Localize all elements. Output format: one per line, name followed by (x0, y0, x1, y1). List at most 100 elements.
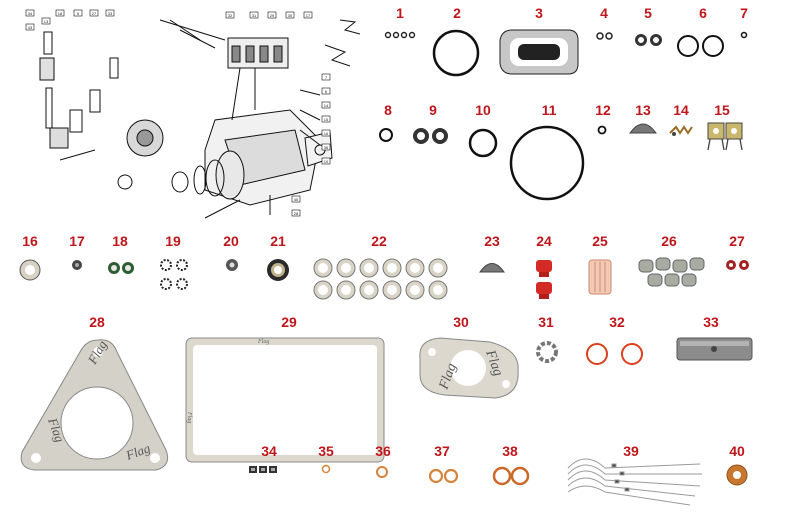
callout-box (41, 17, 51, 25)
part-1-small-o-ring-set (384, 31, 416, 39)
part-number-20: 20 (223, 233, 239, 249)
part-number-39: 39 (623, 443, 639, 459)
part-number-17: 17 (69, 233, 85, 249)
callout-label: 30 (288, 13, 293, 18)
part-22-washer-set (313, 258, 448, 300)
part-16-washer (19, 259, 41, 281)
part-6-o-ring-pair (677, 35, 724, 57)
washer-hole (410, 263, 420, 273)
part-15-bracket-clip-pair (707, 122, 743, 151)
part-number-36: 36 (375, 443, 391, 459)
part-36-copper-washer (376, 466, 388, 478)
part-number-4: 4 (600, 5, 608, 21)
washer-hole (341, 263, 351, 273)
part-5-seal-pair (635, 34, 662, 46)
part-number-38: 38 (502, 443, 518, 459)
washer-hole (433, 263, 443, 273)
part-31-retaining-ring (536, 341, 558, 363)
callout-box (291, 195, 301, 203)
part-number-6: 6 (699, 5, 707, 21)
callout-box (291, 209, 301, 217)
part-23-woodruff-key (479, 263, 505, 273)
part-20-bushing (226, 259, 238, 271)
callout-box (105, 9, 115, 17)
part-7-tiny-o-ring (740, 31, 748, 39)
part-number-23: 23 (484, 233, 500, 249)
callout-box (225, 11, 235, 19)
part-2-large-o-ring (432, 29, 480, 77)
callout-label: 40 (294, 197, 299, 202)
callout-label: 31 (252, 13, 257, 18)
callout-box (55, 9, 65, 17)
part-25-filter (588, 259, 612, 295)
part-38-copper-washer-pair (492, 466, 530, 486)
callout-label: 43 (28, 25, 33, 30)
part-number-11: 11 (542, 102, 557, 118)
part-number-12: 12 (595, 102, 611, 118)
callout-label: 13 (44, 19, 49, 24)
washer-hole (318, 285, 328, 295)
part-number-33: 33 (703, 314, 719, 330)
part-number-14: 14 (673, 102, 689, 118)
part-number-22: 22 (371, 233, 387, 249)
callout-label: 16 (324, 131, 329, 136)
exploded-view-diagram (39, 19, 361, 219)
callout-box (321, 157, 331, 165)
part-number-24: 24 (536, 233, 552, 249)
part-21-oil-seal (267, 259, 289, 281)
part-37-copper-washer-pair (428, 468, 459, 484)
part-18-green-seal-pair (108, 262, 134, 274)
part-number-28: 28 (89, 314, 105, 330)
part-number-5: 5 (644, 5, 652, 21)
callout-label: 6 (325, 89, 328, 94)
washer-hole (433, 285, 443, 295)
part-28-triangle-gasket: Flag Flag Flag (20, 337, 169, 471)
callout-box (267, 11, 277, 19)
part-number-35: 35 (318, 443, 334, 459)
part-number-3: 3 (535, 5, 543, 21)
part-4-small-o-ring-pair (596, 32, 613, 40)
callout-box (321, 87, 331, 95)
part-number-30: 30 (453, 314, 469, 330)
callout-label: 28 (294, 211, 299, 216)
part-11-large-o-ring (509, 125, 585, 201)
callout-box (321, 129, 331, 137)
part-number-25: 25 (592, 233, 608, 249)
part-number-40: 40 (729, 443, 745, 459)
part-number-29: 29 (281, 314, 297, 330)
callout-box (321, 115, 331, 123)
part-19-lock-washer-set (160, 259, 188, 290)
washer-hole (341, 285, 351, 295)
part-number-13: 13 (635, 102, 651, 118)
callout-label: 10 (324, 159, 329, 164)
washer-hole (364, 263, 374, 273)
callout-label: 29 (270, 13, 275, 18)
gasket-brand-text: Flag (257, 339, 269, 345)
part-number-21: 21 (270, 233, 286, 249)
washer-hole (410, 285, 420, 295)
part-number-15: 15 (714, 102, 730, 118)
part-number-9: 9 (429, 102, 437, 118)
washer-hole (387, 285, 397, 295)
callout-label: 32 (228, 13, 233, 18)
part-30-oval-flange-gasket: Flag Flag (419, 337, 519, 399)
part-26-cup-seal-set (638, 257, 705, 287)
part-29-rectangular-gasket: Flag Flag (185, 337, 385, 463)
part-39-seal-wire-set (567, 458, 702, 506)
washer-hole (387, 263, 397, 273)
callout-label: 7 (325, 75, 328, 80)
callout-box (89, 9, 99, 17)
part-12-tiny-o-ring (597, 125, 607, 135)
part-14-spring-clip (669, 125, 693, 136)
part-10-o-ring (468, 128, 498, 158)
part-number-10: 10 (475, 102, 491, 118)
callout-label: 18 (58, 11, 63, 16)
part-number-2: 2 (453, 5, 461, 21)
callout-label: 5 (77, 11, 80, 16)
part-32-red-o-ring-pair (586, 343, 643, 365)
callout-label: 27 (92, 11, 97, 16)
part-number-34: 34 (261, 443, 277, 459)
part-17-valve (72, 260, 82, 270)
gasket-brand-text: Flag (186, 411, 192, 423)
